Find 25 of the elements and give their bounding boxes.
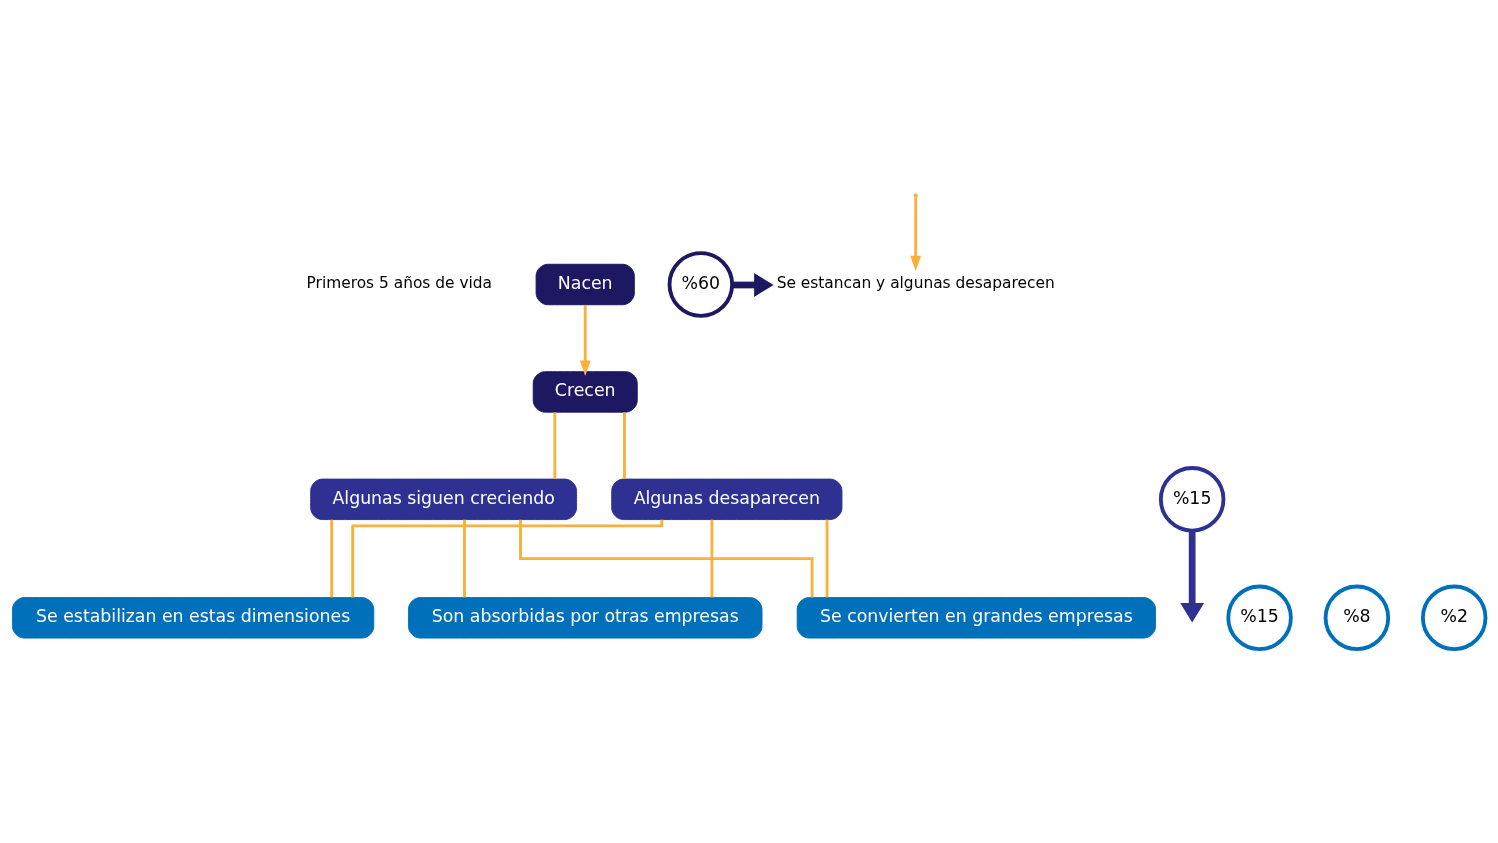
- connector: [519, 519, 814, 598]
- node-circle: %15: [1158, 466, 1226, 533]
- node-text: Se estancan y algunas desaparecen: [776, 274, 1055, 293]
- node-box: Algunas siguen creciendo: [310, 478, 578, 521]
- node-circle: %2: [1420, 584, 1488, 652]
- arrow: [579, 304, 591, 376]
- node-circle: %8: [1323, 584, 1391, 652]
- node-box: Crecen: [532, 371, 638, 413]
- arrow: [910, 197, 922, 272]
- connector: [463, 519, 466, 598]
- connector: [330, 519, 334, 598]
- connector: [553, 412, 557, 479]
- node-circle: %60: [667, 251, 735, 318]
- node-box: Algunas desaparecen: [611, 478, 843, 521]
- arrow: [1180, 530, 1205, 623]
- node-box: Son absorbidas por otras empresas: [407, 597, 763, 639]
- node-box: Se convierten en grandes empresas: [796, 597, 1157, 639]
- connector: [710, 519, 714, 598]
- connector: [825, 519, 829, 598]
- node-box: Nacen: [535, 263, 635, 306]
- label: Primeros 5 años de vida: [306, 274, 493, 293]
- node-circle: %15: [1226, 584, 1293, 652]
- node-box: Se estabilizan en estas dimensiones: [12, 597, 375, 639]
- arrow: [732, 273, 774, 297]
- connector: [623, 412, 626, 479]
